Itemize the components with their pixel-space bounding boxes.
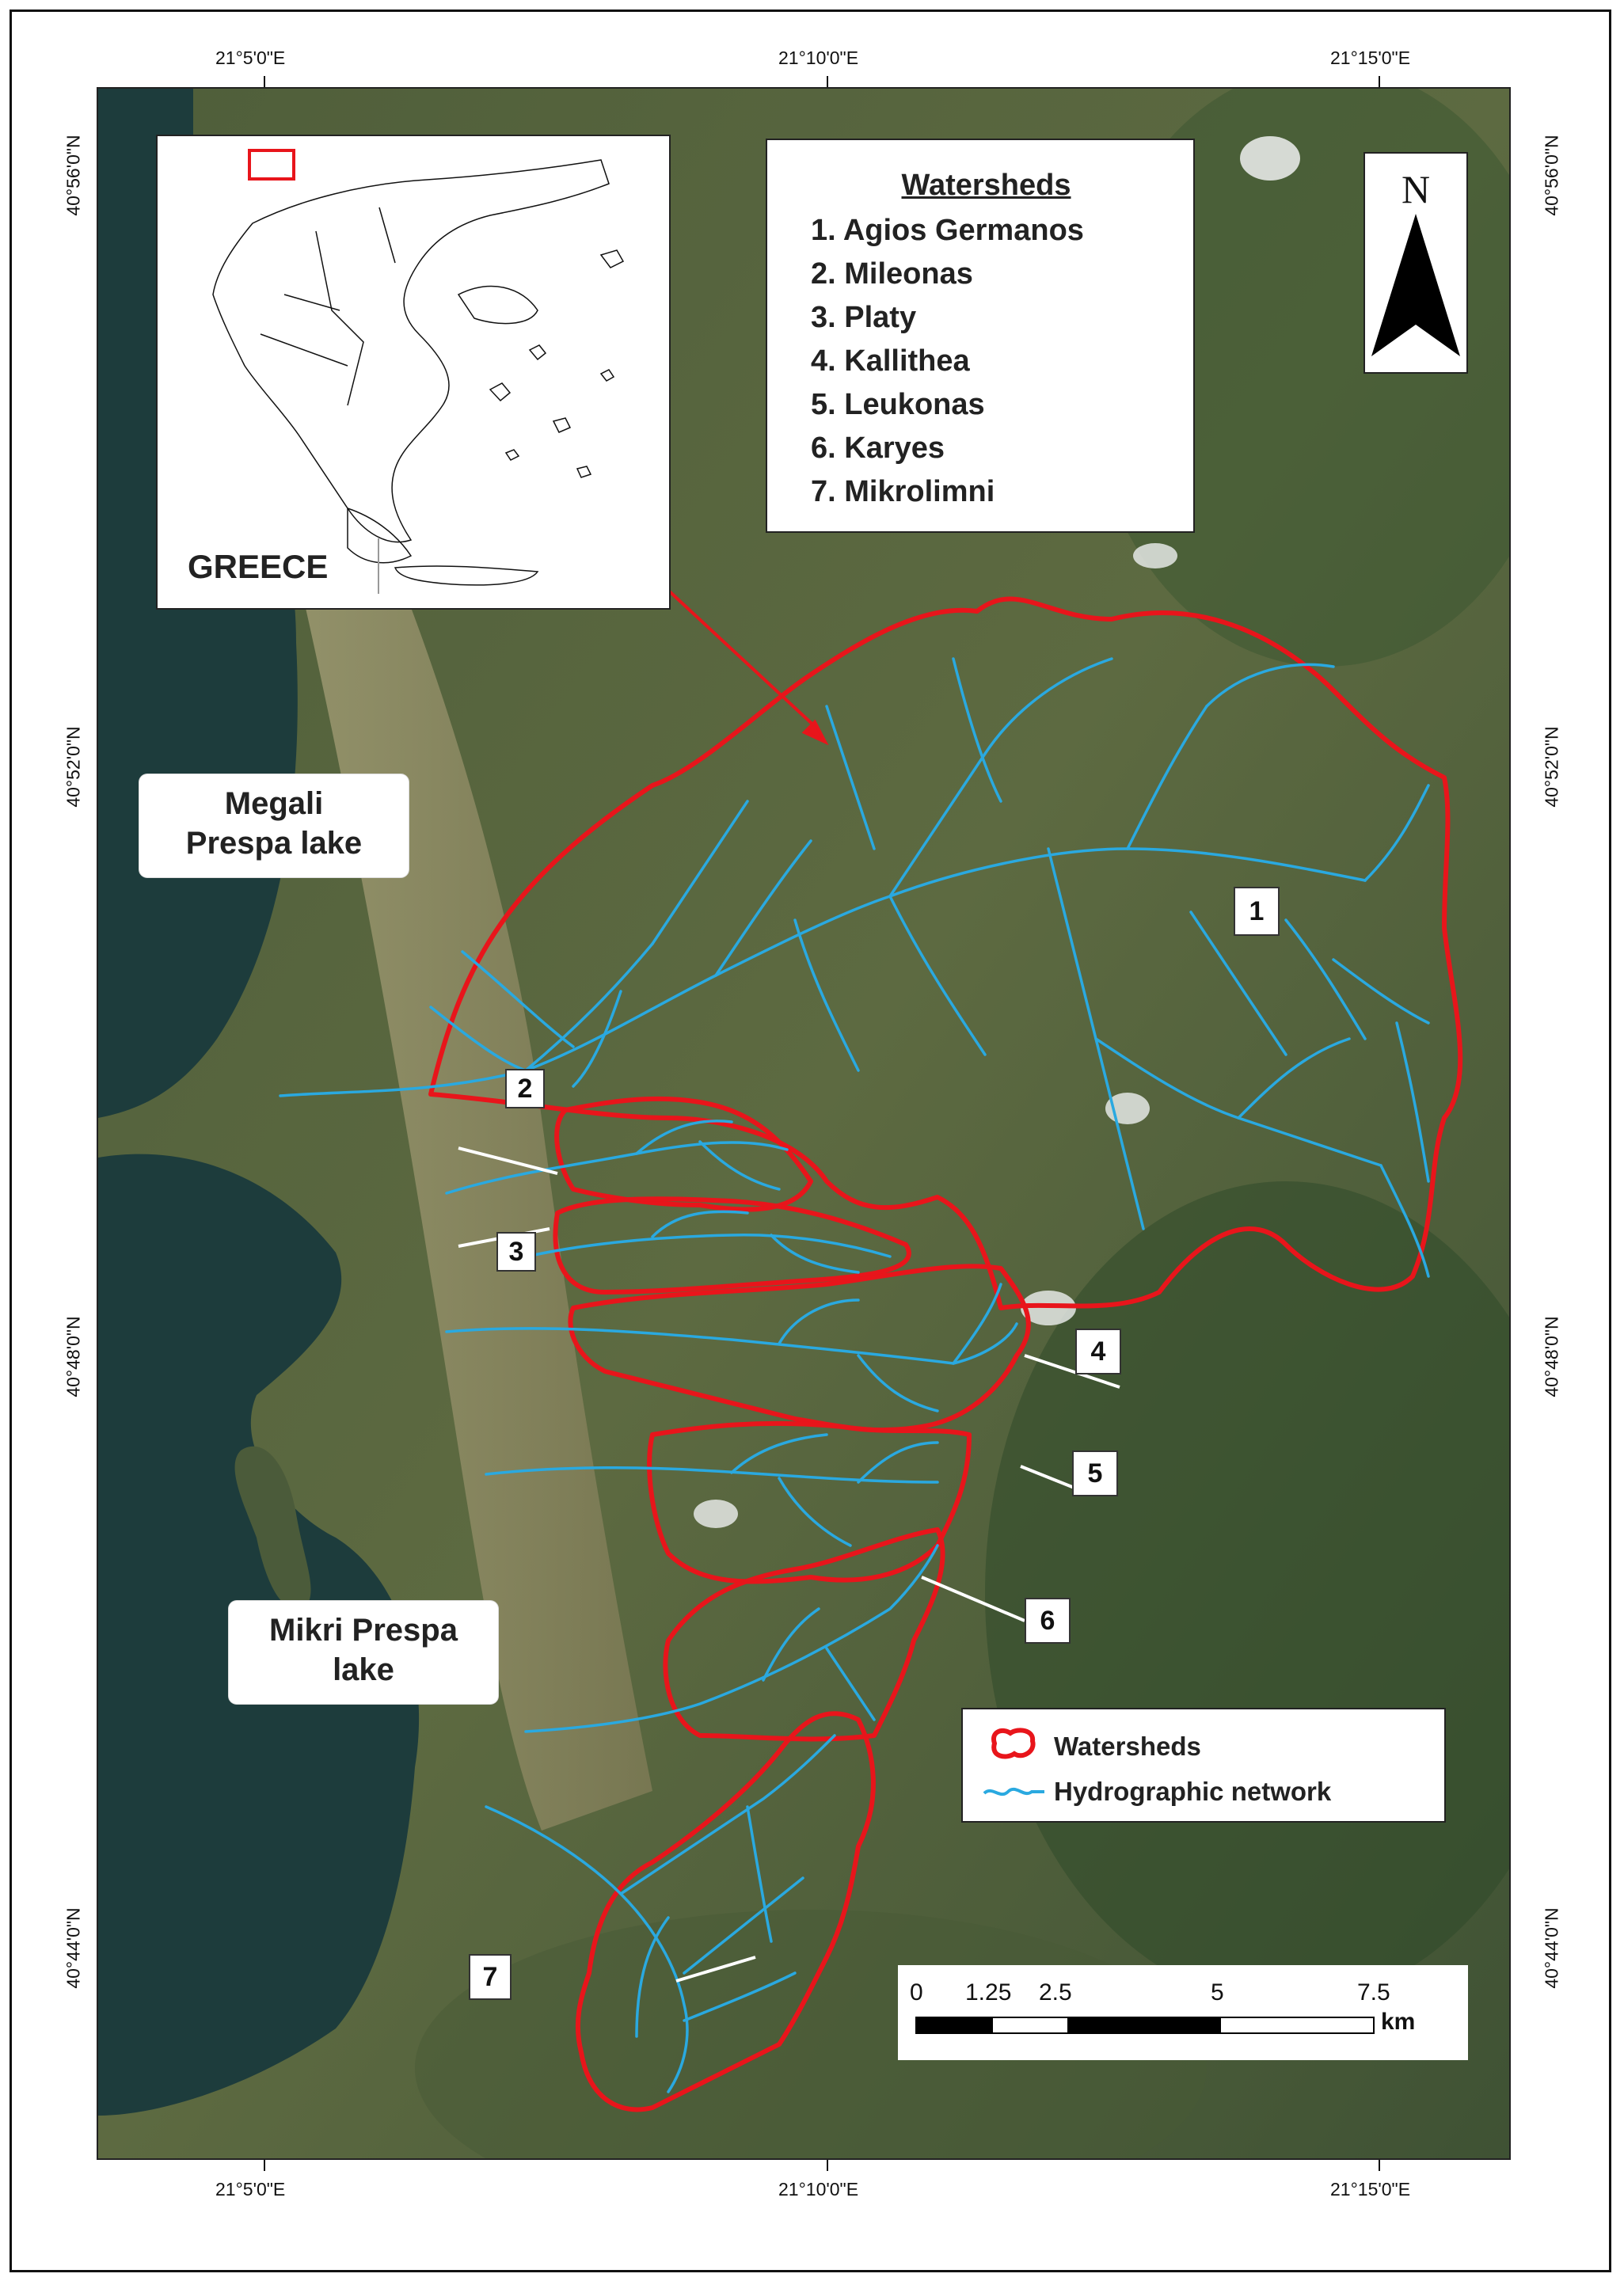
watershed-number-5[interactable]: 5: [1072, 1450, 1118, 1496]
watershed-number-2[interactable]: 2: [505, 1069, 545, 1108]
coord-left-3: 40°48'0"N: [63, 1316, 84, 1397]
tick-top-2: [827, 76, 828, 87]
coord-top-2: 21°10'0"E: [778, 48, 859, 68]
hydrographic-network: [279, 657, 1430, 2093]
watershed-7-outline[interactable]: [575, 1711, 876, 2112]
coord-bottom-3: 21°15'0"E: [1330, 2179, 1411, 2199]
map-legend: Watersheds Hydrographic network: [961, 1708, 1446, 1823]
inset-label-greece: GREECE: [188, 548, 329, 585]
cloud: [1133, 543, 1177, 568]
tick-bottom-3: [1379, 2160, 1380, 2171]
coord-right-2: 40°52'0"N: [1541, 726, 1562, 808]
watershed-number-7[interactable]: 7: [469, 1954, 512, 2000]
lake-label-megali-prespa: Megali Prespa lake: [139, 774, 409, 877]
cloud: [1240, 136, 1300, 181]
watershed-list-item: 4. Kallithea: [811, 344, 970, 378]
lake-label-line: lake: [333, 1652, 394, 1687]
tick-top-3: [1379, 76, 1380, 87]
coord-top-3: 21°15'0"E: [1330, 48, 1411, 68]
inset-location-box: [248, 149, 295, 181]
inset-divider: [378, 538, 379, 594]
coord-left-2: 40°52'0"N: [63, 726, 84, 808]
scale-tick-label: 5: [1211, 1979, 1224, 2006]
watershed-number-6[interactable]: 6: [1025, 1598, 1071, 1644]
coord-left-4: 40°44'0"N: [63, 1907, 84, 1989]
watershed-1-outline[interactable]: [428, 596, 1463, 1310]
watershed-list-item: 7. Mikrolimni: [811, 475, 995, 508]
watershed-list-item: 1. Agios Germanos: [811, 214, 1084, 247]
north-arrow: N: [1363, 152, 1468, 374]
leader-lines: [458, 1146, 1120, 1983]
watershed-list-item: 2. Mileonas: [811, 257, 973, 291]
watershed-2-outline[interactable]: [554, 1096, 813, 1212]
scale-segment: [1067, 2017, 1223, 2034]
coord-bottom-2: 21°10'0"E: [778, 2179, 859, 2199]
legend-watersheds-label: Watersheds: [1054, 1732, 1201, 1761]
watershed-3-outline[interactable]: [553, 1196, 911, 1295]
cloud: [1021, 1291, 1076, 1325]
lake-island: [234, 1446, 311, 1610]
scale-tick-label: 7.5: [1357, 1979, 1390, 2006]
watershed-number-3[interactable]: 3: [496, 1232, 536, 1272]
lake-label-line: Mikri Prespa: [269, 1613, 458, 1648]
coord-top-1: 21°5'0"E: [215, 48, 286, 68]
satellite-map[interactable]: GREECE Watersheds 1. Agios Germanos 2. M…: [97, 87, 1511, 2160]
scale-segment: [915, 2017, 995, 2034]
north-label: N: [1401, 167, 1431, 211]
lake-label-mikri-prespa: Mikri Prespa lake: [229, 1601, 498, 1704]
scale-unit: km: [1381, 2009, 1416, 2035]
lake-label-line: Megali: [224, 786, 324, 821]
watersheds-legend-icon: [991, 1728, 1036, 1759]
watershed-list-item: 5. Leukonas: [811, 388, 985, 421]
watersheds-list-title: Watersheds: [901, 169, 1071, 202]
coord-left-1: 40°56'0"N: [63, 135, 84, 216]
watershed-4-outline[interactable]: [568, 1264, 1031, 1433]
coord-right-4: 40°44'0"N: [1541, 1907, 1562, 1989]
lake-label-line: Prespa lake: [185, 826, 363, 861]
coord-right-1: 40°56'0"N: [1541, 135, 1562, 216]
scale-tick-label: 2.5: [1039, 1979, 1072, 2006]
coord-bottom-1: 21°5'0"E: [215, 2179, 286, 2199]
watershed-list-item: 3. Platy: [811, 301, 917, 334]
cloud: [694, 1500, 738, 1528]
watershed-number-1[interactable]: 1: [1234, 887, 1280, 936]
coord-right-3: 40°48'0"N: [1541, 1316, 1562, 1397]
tick-bottom-2: [827, 2160, 828, 2171]
scale-tick-label: 0: [910, 1979, 923, 2006]
legend-network-label: Hydrographic network: [1054, 1777, 1332, 1806]
scale-tick-label: 1.25: [965, 1979, 1012, 2006]
tick-top-1: [264, 76, 265, 87]
watersheds-list-box: Watersheds 1. Agios Germanos 2. Mileonas…: [766, 139, 1195, 533]
hydro-legend-icon: [983, 1787, 1044, 1796]
scale-segment: [991, 2017, 1071, 2034]
inset-map-greece[interactable]: GREECE: [156, 135, 671, 610]
watershed-number-4[interactable]: 4: [1075, 1329, 1121, 1374]
scale-bar: 0 1.25 2.5 5 7.5 km: [898, 1965, 1468, 2060]
scale-segment: [1219, 2017, 1375, 2034]
watershed-list-item: 6. Karyes: [811, 432, 945, 465]
north-arrow-icon: [1371, 214, 1460, 356]
tick-bottom-1: [264, 2160, 265, 2171]
greece-outline: [212, 159, 625, 586]
watershed-6-outline[interactable]: [663, 1527, 945, 1742]
